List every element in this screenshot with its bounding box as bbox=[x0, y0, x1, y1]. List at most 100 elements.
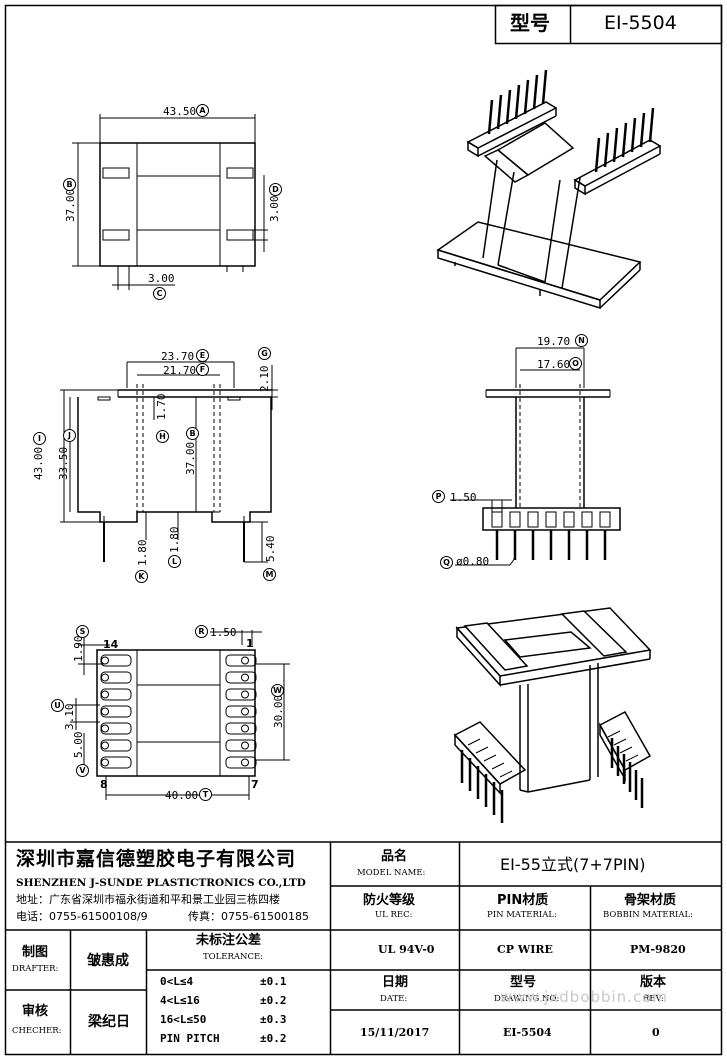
pin-pad bbox=[225, 756, 257, 769]
bottom-pins-right bbox=[225, 654, 257, 769]
pin-hole bbox=[241, 724, 249, 733]
dim-3-10: 3.10 bbox=[63, 703, 76, 731]
iso-view-top bbox=[436, 69, 662, 310]
tolerance-range: 0<L≤4 bbox=[160, 975, 194, 988]
pin-material-label-en: PIN MATERIAL: bbox=[487, 910, 557, 920]
sheet-border bbox=[4, 4, 723, 1056]
dim-1-90: 1.90 bbox=[72, 635, 85, 663]
dim-37-00-front: 37.00 bbox=[184, 441, 197, 475]
dim-37-00: 37.00 bbox=[64, 188, 77, 222]
pin-hole bbox=[101, 724, 109, 733]
pin-hole bbox=[241, 741, 249, 750]
dim-19-70: 19.70 bbox=[537, 335, 571, 348]
tag-q: Q bbox=[440, 556, 453, 569]
tag-a: A bbox=[196, 104, 209, 117]
drafter-name: 皱惠成 bbox=[87, 953, 129, 969]
tag-h: H bbox=[156, 430, 169, 443]
dim-43-00: 43.00 bbox=[32, 446, 45, 480]
checker-label-cn: 审核 bbox=[22, 1004, 49, 1019]
tag-k: K bbox=[135, 570, 148, 583]
company-fax: 传真：0755-61500185 bbox=[188, 910, 309, 923]
drawing-no-value: EI-5504 bbox=[503, 1026, 552, 1039]
tag-c: C bbox=[153, 287, 166, 300]
tolerance-label-cn: 未标注公差 bbox=[196, 933, 262, 948]
tag-m: M bbox=[263, 568, 276, 581]
tag-l: L bbox=[168, 555, 181, 568]
rev-value: 0 bbox=[652, 1026, 660, 1039]
pin-material-label-cn: PIN材质 bbox=[497, 893, 549, 908]
header-model-value: EI-5504 bbox=[604, 12, 677, 34]
pin-pad bbox=[225, 705, 257, 718]
tag-i: I bbox=[33, 432, 46, 445]
tolerance-value: ±0.1 bbox=[260, 975, 287, 988]
dim-17-60: 17.60 bbox=[537, 358, 571, 371]
watermark: www.jxdbobbin.com bbox=[500, 988, 668, 1006]
date-value: 15/11/2017 bbox=[360, 1026, 430, 1039]
pin-hole bbox=[101, 707, 109, 716]
pin-number-14: 14 bbox=[103, 638, 119, 651]
dim-21-70: 21.70 bbox=[163, 364, 197, 377]
tolerance-range: 4<L≤16 bbox=[160, 994, 200, 1007]
pin-hole bbox=[241, 707, 249, 716]
pin-hole bbox=[101, 673, 109, 682]
dim-1-70: 1.70 bbox=[155, 393, 168, 421]
dim-5-40: 5.40 bbox=[264, 535, 277, 563]
pin-hole bbox=[101, 741, 109, 750]
pin-pad bbox=[225, 671, 257, 684]
rev-label-en: REV: bbox=[643, 994, 664, 1004]
tag-p: P bbox=[432, 490, 445, 503]
tolerance-value: ±0.2 bbox=[260, 1032, 287, 1045]
pin-hole bbox=[241, 656, 249, 665]
dim-30-00: 30.00 bbox=[272, 694, 285, 728]
model-name-label-cn: 品名 bbox=[381, 849, 408, 864]
drafter-label-en: DRAFTER: bbox=[12, 964, 59, 974]
bobbin-material-value: PM-9820 bbox=[630, 943, 686, 956]
dim-2-10: 2.10 bbox=[258, 365, 271, 393]
pin-hole bbox=[241, 758, 249, 767]
dim-5-00: 5.00 bbox=[72, 731, 85, 759]
tag-s: S bbox=[76, 625, 89, 638]
tolerance-value: ±0.3 bbox=[260, 1013, 287, 1026]
dim-33-50: 33.50 bbox=[57, 446, 70, 480]
pin-hole bbox=[241, 690, 249, 699]
drawing-no-label-cn: 型号 bbox=[510, 975, 537, 990]
dim-1-80-b: 1.80 bbox=[168, 526, 181, 554]
ul-label-cn: 防火等级 bbox=[363, 893, 416, 908]
tolerance-label-en: TOLERANCE: bbox=[203, 952, 264, 962]
pin-hole bbox=[241, 673, 249, 682]
tag-v: V bbox=[76, 764, 89, 777]
bottom-pins-left bbox=[100, 654, 132, 769]
tolerance-value: ±0.2 bbox=[260, 994, 287, 1007]
dim-40-00: 40.00 bbox=[165, 789, 199, 802]
pin-hole bbox=[101, 656, 109, 665]
company-name-cn: 深圳市嘉信德塑胶电子有限公司 bbox=[16, 848, 297, 870]
ul-label-en: UL REC: bbox=[375, 910, 413, 920]
tolerance-range: 16<L≤50 bbox=[160, 1013, 207, 1026]
tag-b-front: B bbox=[186, 427, 199, 440]
tag-r: R bbox=[195, 625, 208, 638]
bobbin-material-label-cn: 骨架材质 bbox=[624, 893, 677, 908]
pin-hole bbox=[101, 690, 109, 699]
date-label-cn: 日期 bbox=[382, 975, 409, 990]
dim-1-80-a: 1.80 bbox=[136, 539, 149, 567]
pin-pad bbox=[225, 654, 257, 667]
rev-label-cn: 版本 bbox=[640, 975, 667, 990]
date-label-en: DATE: bbox=[380, 994, 408, 1004]
model-name-value: EI-55立式(7+7PIN) bbox=[500, 855, 646, 874]
pin-pad bbox=[225, 722, 257, 735]
drafter-label-cn: 制图 bbox=[22, 945, 49, 960]
tag-n: N bbox=[575, 334, 588, 347]
drawing-no-label-en: DRAWING NO: bbox=[494, 994, 560, 1004]
dim-pin-diameter: ø0.80 bbox=[456, 555, 490, 568]
checker-label-en: CHECHER: bbox=[12, 1026, 62, 1036]
model-name-label-en: MODEL NAME: bbox=[357, 868, 426, 878]
header-model-label: 型号 bbox=[510, 11, 550, 35]
title-block-grid bbox=[5, 841, 722, 1055]
tag-b: B bbox=[63, 178, 76, 191]
top-view bbox=[72, 114, 268, 290]
tag-w: W bbox=[271, 684, 284, 697]
pin-material-value: CP WIRE bbox=[497, 943, 553, 956]
pin-hole bbox=[101, 758, 109, 767]
dim-1-50-side: 1.50 bbox=[450, 491, 477, 504]
